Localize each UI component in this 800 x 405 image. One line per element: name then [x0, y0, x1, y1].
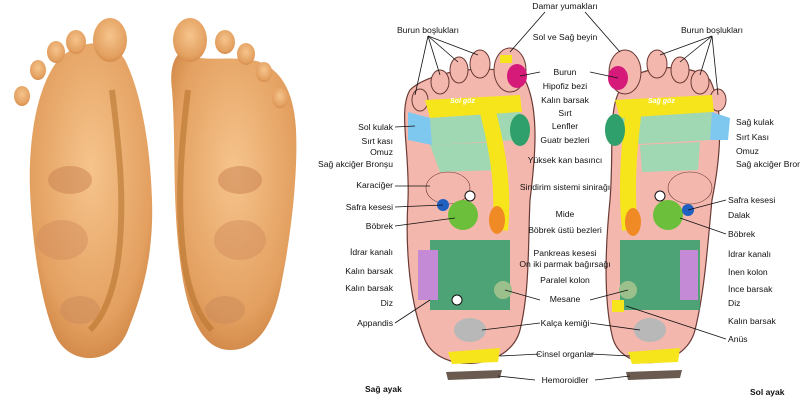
- label-omuz-right: Omuz: [370, 147, 393, 157]
- leader-lines: [394, 11, 727, 381]
- label-sag-akciger-left: Sağ akciğer Bronşu: [736, 159, 800, 169]
- label-idrar-kanali-left: İdrar kanalı: [728, 249, 771, 259]
- label-burun-bosluklari-right: Burun boşlukları: [397, 25, 459, 35]
- right-foot-labels: Burun boşlukları Sol kulak Sırt kası Omu…: [318, 25, 459, 328]
- label-kalin-barsak-right-2: Kalın barsak: [345, 283, 393, 293]
- label-mesane: Mesane: [550, 294, 581, 304]
- label-paralel-kolon: Paralel kolon: [540, 275, 590, 285]
- label-sag-kulak: Sağ kulak: [736, 117, 774, 127]
- label-mide: Mide: [556, 209, 575, 219]
- label-hipofiz-bezi: Hipofiz bezi: [543, 81, 588, 91]
- label-dalak: Dalak: [728, 210, 751, 220]
- label-hemoroidler: Hemoroidler: [542, 375, 589, 385]
- label-cinsel-organlar: Cinsel organlar: [536, 349, 594, 359]
- label-ince-barsak: İnce barsak: [728, 284, 773, 294]
- label-kalin-barsak-center: Kalın barsak: [541, 95, 589, 105]
- label-on-iki-parmak: On iki parmak bağırsağı: [519, 259, 610, 269]
- label-sirt-kasi-left: Sırt Kası: [736, 132, 769, 142]
- label-burun-bosluklari-left: Burun boşlukları: [681, 25, 743, 35]
- label-yuksek-kan-basinci: Yüksek kan basıncı: [528, 155, 603, 165]
- label-pankreas-kesesi: Pankreas kesesi: [533, 248, 596, 258]
- label-safra-kesesi-left: Safra kesesi: [728, 195, 775, 205]
- label-appandis: Appandis: [357, 318, 393, 328]
- toe-label-left: Sağ göz: [648, 98, 675, 105]
- label-safra-kesesi-right: Safra kesesi: [346, 202, 393, 212]
- label-karaciger: Karaciğer: [356, 180, 393, 190]
- label-kalin-barsak-right-1: Kalın barsak: [345, 266, 393, 276]
- photo-right-sole: [14, 18, 153, 359]
- center-labels: Damar yumakları Sol ve Sağ beyin Burun H…: [519, 1, 610, 385]
- label-burun: Burun: [554, 67, 577, 77]
- label-diz-left: Diz: [728, 298, 740, 308]
- label-inen-kolon: İnen kolon: [728, 267, 768, 277]
- label-guatr-bezleri: Guatr bezleri: [540, 135, 589, 145]
- caption-right-foot: Sağ ayak: [365, 384, 402, 394]
- label-sol-kulak: Sol kulak: [358, 122, 394, 132]
- label-sirt: Sırt: [558, 108, 572, 118]
- label-idrar-kanali-right: İdrar kanalı: [350, 247, 393, 257]
- label-sirt-kasi-right: Sırt kası: [361, 136, 393, 146]
- label-anus: Anüs: [728, 334, 748, 344]
- photo-left-sole: [171, 18, 297, 351]
- label-bobrek-left: Böbrek: [728, 229, 756, 239]
- left-foot-labels: Burun boşlukları Sağ kulak Sırt Kası Omu…: [681, 25, 800, 344]
- label-sol-ve-sag-beyin: Sol ve Sağ beyin: [533, 32, 598, 42]
- label-bobrek-right: Böbrek: [366, 221, 394, 231]
- label-kalin-barsak-left: Kalın barsak: [728, 316, 776, 326]
- label-omuz-left: Omuz: [736, 146, 759, 156]
- label-lenfler: Lenfler: [552, 121, 578, 131]
- diagram-left-foot: Sağ göz: [605, 49, 730, 380]
- toe-label-right: Sol göz: [450, 98, 475, 105]
- label-bobrek-ustu: Böbrek üstü bezleri: [528, 225, 602, 235]
- label-damar-yumaklari: Damar yumakları: [532, 1, 597, 11]
- label-diz-right: Diz: [381, 298, 393, 308]
- diagram-right-foot: Sol göz: [404, 47, 536, 380]
- label-sag-akciger-right: Sağ akciğer Bronşu: [318, 159, 393, 169]
- label-kalca-kemigi: Kalça kemiği: [541, 318, 590, 328]
- caption-left-foot: Sol ayak: [750, 387, 785, 397]
- label-sindirim-sistemi: Sindirim sistemi sinirağı: [520, 182, 610, 192]
